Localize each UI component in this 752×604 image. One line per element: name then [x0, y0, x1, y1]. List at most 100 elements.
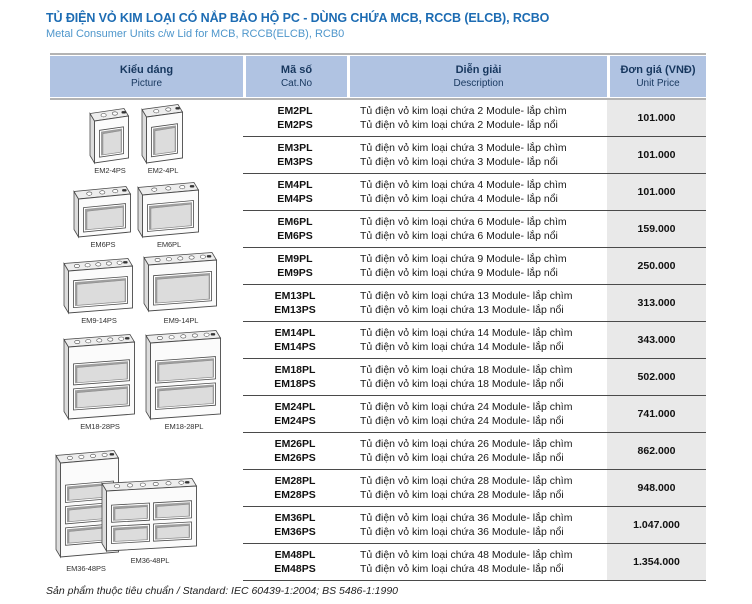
header-description-en: Description [453, 77, 504, 89]
header-catno: Mã số Cat.No [243, 56, 347, 97]
description-line-flush: Tủ điện vỏ kim loại chứa 28 Module- lắp … [360, 475, 573, 487]
description-line-surface: Tủ điện vỏ kim loại chứa 28 Module- lắp … [360, 489, 564, 501]
product-code-ps: EM36PS [274, 526, 316, 538]
description-cell: Tủ điện vỏ kim loại chứa 28 Module- lắp … [347, 470, 607, 506]
table-row: EM48PL EM48PS Tủ điện vỏ kim loại chứa 4… [243, 544, 706, 581]
description-line-flush: Tủ điện vỏ kim loại chứa 13 Module- lắp … [360, 290, 573, 302]
table-header: Kiểu dáng Picture Mã số Cat.No Diễn giải… [50, 56, 706, 97]
header-catno-en: Cat.No [280, 77, 313, 89]
description-line-flush: Tủ điện vỏ kim loại chứa 14 Module- lắp … [360, 327, 573, 339]
page-subtitle: Metal Consumer Units c/w Lid for MCB, RC… [46, 28, 345, 40]
table-row: EM3PL EM3PS Tủ điện vỏ kim loại chứa 3 M… [243, 137, 706, 174]
product-code-pl: EM9PL [277, 253, 313, 265]
description-cell: Tủ điện vỏ kim loại chứa 48 Module- lắp … [347, 544, 607, 580]
price-cell: 948.000 [607, 470, 706, 506]
description-line-flush: Tủ điện vỏ kim loại chứa 9 Module- lắp c… [360, 253, 567, 265]
product-code-pl: EM48PL [274, 549, 316, 561]
description-cell: Tủ điện vỏ kim loại chứa 18 Module- lắp … [347, 359, 607, 395]
product-code-ps: EM24PS [274, 415, 316, 427]
product-code-ps: EM9PS [277, 267, 313, 279]
catno-cell: EM28PL EM28PS [243, 470, 347, 506]
product-box-label: EM18-28PS [80, 422, 120, 431]
unit-price: 862.000 [637, 445, 676, 457]
product-box-label: EM2-4PS [94, 166, 126, 175]
table-row: EM2PL EM2PS Tủ điện vỏ kim loại chứa 2 M… [243, 100, 706, 137]
catno-cell: EM18PL EM18PS [243, 359, 347, 395]
price-cell: 862.000 [607, 433, 706, 469]
description-cell: Tủ điện vỏ kim loại chứa 13 Module- lắp … [347, 285, 607, 321]
description-cell: Tủ điện vỏ kim loại chứa 26 Module- lắp … [347, 433, 607, 469]
catno-cell: EM13PL EM13PS [243, 285, 347, 321]
standard-note: Sản phẩm thuộc tiêu chuẩn / Standard: IE… [46, 585, 399, 597]
description-cell: Tủ điện vỏ kim loại chứa 2 Module- lắp c… [347, 100, 607, 136]
catno-cell: EM6PL EM6PS [243, 211, 347, 247]
description-line-flush: Tủ điện vỏ kim loại chứa 4 Module- lắp c… [360, 179, 567, 191]
price-cell: 250.000 [607, 248, 706, 284]
price-cell: 1.354.000 [607, 544, 706, 580]
header-picture-vi: Kiểu dáng [119, 63, 174, 76]
price-cell: 502.000 [607, 359, 706, 395]
description-cell: Tủ điện vỏ kim loại chứa 6 Module- lắp c… [347, 211, 607, 247]
price-cell: 101.000 [607, 100, 706, 136]
product-box-label: EM2-4PL [147, 166, 179, 175]
unit-price: 343.000 [637, 334, 676, 346]
description-cell: Tủ điện vỏ kim loại chứa 9 Module- lắp c… [347, 248, 607, 284]
description-cell: Tủ điện vỏ kim loại chứa 14 Module- lắp … [347, 322, 607, 358]
description-line-surface: Tủ điện vỏ kim loại chứa 6 Module- lắp n… [360, 230, 558, 242]
table-row: EM36PL EM36PS Tủ điện vỏ kim loại chứa 3… [243, 507, 706, 544]
table-row: EM4PL EM4PS Tủ điện vỏ kim loại chứa 4 M… [243, 174, 706, 211]
description-line-flush: Tủ điện vỏ kim loại chứa 36 Module- lắp … [360, 512, 573, 524]
description-line-surface: Tủ điện vỏ kim loại chứa 13 Module- lắp … [360, 304, 564, 316]
catno-cell: EM14PL EM14PS [243, 322, 347, 358]
price-cell: 343.000 [607, 322, 706, 358]
product-code-pl: EM6PL [277, 216, 313, 228]
catno-cell: EM9PL EM9PS [243, 248, 347, 284]
description-line-surface: Tủ điện vỏ kim loại chứa 48 Module- lắp … [360, 563, 564, 575]
header-picture-en: Picture [130, 77, 163, 89]
unit-price: 101.000 [637, 186, 676, 198]
product-code-pl: EM18PL [274, 364, 316, 376]
description-line-surface: Tủ điện vỏ kim loại chứa 26 Module- lắp … [360, 452, 564, 464]
header-description: Diễn giải Description [347, 56, 607, 97]
table-row: EM14PL EM14PS Tủ điện vỏ kim loại chứa 1… [243, 322, 706, 359]
product-code-ps: EM3PS [277, 156, 313, 168]
product-box-illustration [72, 184, 134, 245]
table-row: EM24PL EM24PS Tủ điện vỏ kim loại chứa 2… [243, 396, 706, 433]
product-code-pl: EM28PL [274, 475, 316, 487]
product-code-pl: EM4PL [277, 179, 313, 191]
catno-cell: EM4PL EM4PS [243, 174, 347, 210]
description-line-flush: Tủ điện vỏ kim loại chứa 2 Module- lắp c… [360, 105, 567, 117]
description-line-surface: Tủ điện vỏ kim loại chứa 14 Module- lắp … [360, 341, 564, 353]
unit-price: 948.000 [637, 482, 676, 494]
product-code-pl: EM26PL [274, 438, 316, 450]
product-code-ps: EM28PS [274, 489, 316, 501]
unit-price: 101.000 [637, 149, 676, 161]
product-code-pl: EM13PL [274, 290, 316, 302]
product-box-illustration [88, 106, 132, 171]
table-row: EM13PL EM13PS Tủ điện vỏ kim loại chứa 1… [243, 285, 706, 322]
description-cell: Tủ điện vỏ kim loại chứa 36 Module- lắp … [347, 507, 607, 543]
header-price-vi: Đơn giá (VNĐ) [620, 63, 696, 76]
product-code-ps: EM6PS [277, 230, 313, 242]
description-line-surface: Tủ điện vỏ kim loại chứa 36 Module- lắp … [360, 526, 564, 538]
unit-price: 159.000 [637, 223, 676, 235]
product-code-ps: EM4PS [277, 193, 313, 205]
product-table: Kiểu dáng Picture Mã số Cat.No Diễn giải… [50, 53, 706, 581]
product-box-label: EM9-14PL [163, 316, 199, 325]
product-box-label: EM6PL [156, 240, 182, 249]
header-picture: Kiểu dáng Picture [50, 56, 243, 97]
price-cell: 159.000 [607, 211, 706, 247]
table-row: EM26PL EM26PS Tủ điện vỏ kim loại chứa 2… [243, 433, 706, 470]
product-box-illustration [54, 448, 122, 565]
header-top-rule [50, 53, 706, 55]
description-line-flush: Tủ điện vỏ kim loại chứa 18 Module- lắp … [360, 364, 573, 376]
description-line-flush: Tủ điện vỏ kim loại chứa 3 Module- lắp c… [360, 142, 567, 154]
product-code-pl: EM24PL [274, 401, 316, 413]
description-line-surface: Tủ điện vỏ kim loại chứa 9 Module- lắp n… [360, 267, 558, 279]
product-box-illustration [62, 332, 138, 427]
product-code-ps: EM26PS [274, 452, 316, 464]
